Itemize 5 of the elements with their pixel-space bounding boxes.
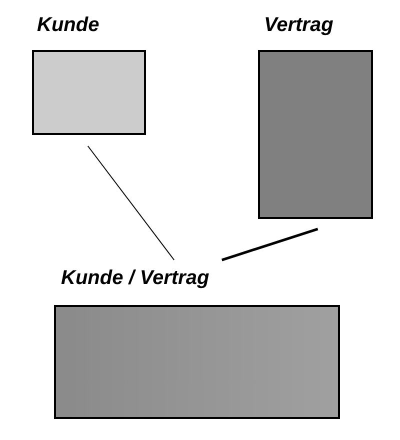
entity-name: Kunde: [37, 13, 100, 37]
connector-line: [87, 146, 175, 260]
connector-line: [221, 228, 318, 262]
entity-name: Vertrag: [264, 13, 334, 37]
entity-name: Kunde / Vertrag: [61, 266, 210, 290]
